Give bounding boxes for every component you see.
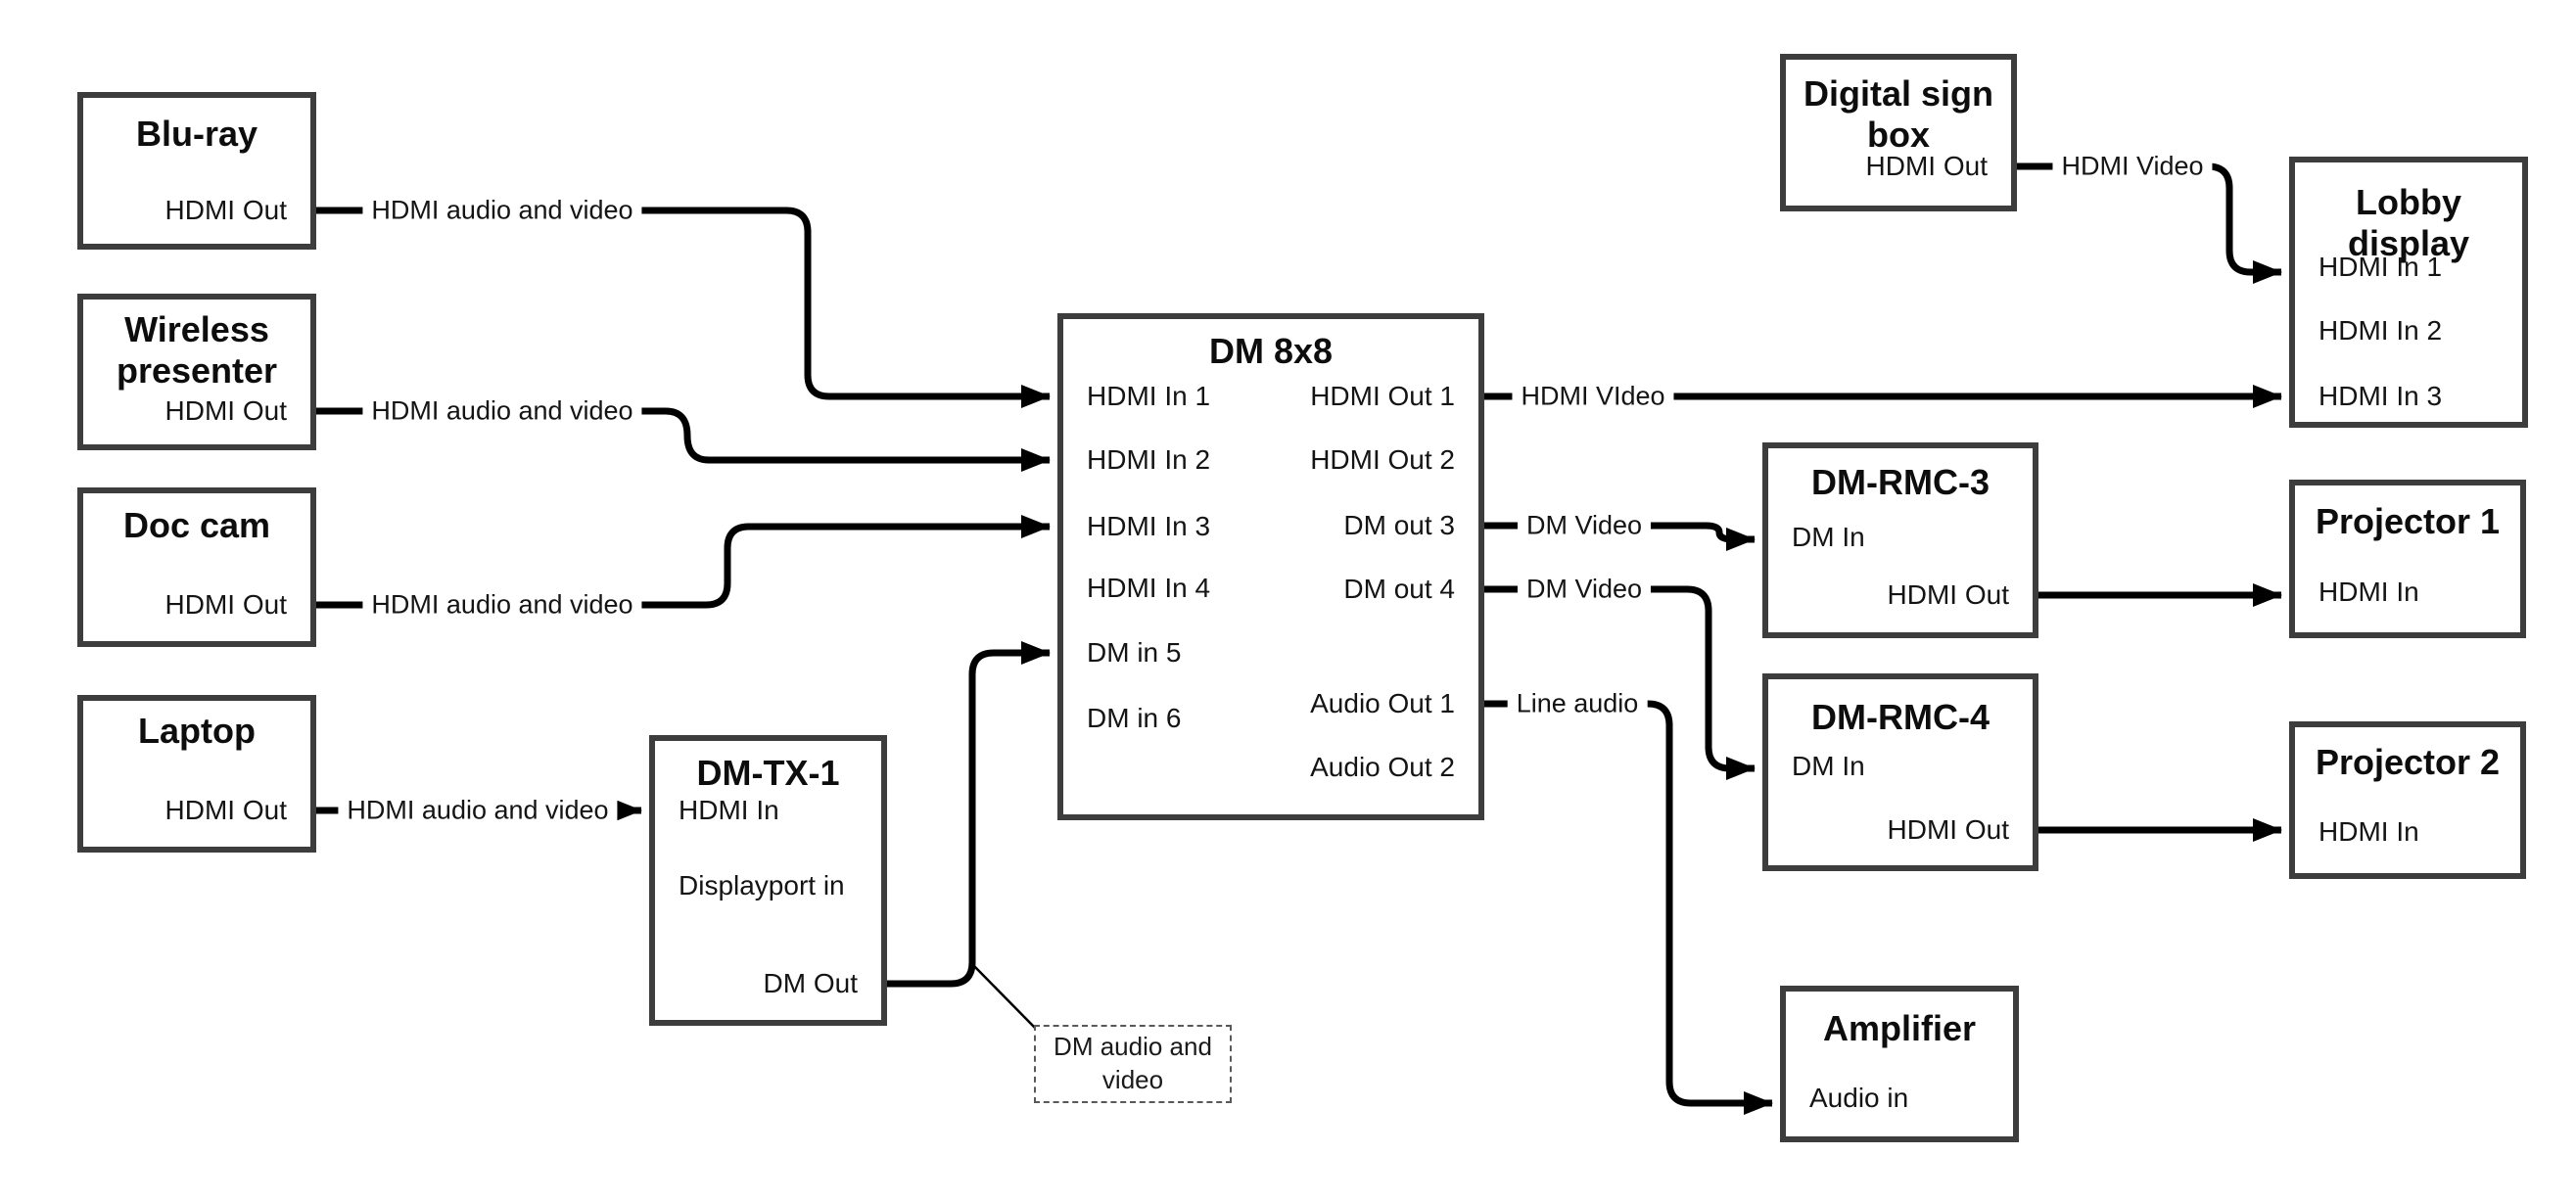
port-dm-rmc-3-hdmi-out: HDMI Out: [1887, 579, 2009, 610]
port-dm-8x8-hdmi-in-4: HDMI In 4: [1087, 573, 1211, 603]
node-title-dm-8x8: DM 8x8: [1208, 331, 1334, 371]
edge-label-doccam-to-dm8x8-hdmi-in-3: HDMI audio and video: [362, 588, 642, 622]
port-laptop-hdmi-out: HDMI Out: [164, 795, 287, 825]
port-wireless-presenter-hdmi-out: HDMI Out: [164, 395, 287, 426]
port-lobby-display-hdmi-in-2: HDMI In 2: [2318, 315, 2443, 346]
port-projector-2-hdmi-in: HDMI In: [2318, 816, 2419, 847]
port-dm-8x8-hdmi-in-2: HDMI In 2: [1087, 444, 1211, 475]
edge-label-dm8x8-dm-out-4-to-dmrmc4-dm-in: DM Video: [1517, 573, 1652, 606]
edge-bluray-to-dm8x8-hdmi-in-1: [316, 207, 1051, 408]
edge-doccam-to-dm8x8-hdmi-in-3: [316, 515, 1051, 609]
port-bluray-hdmi-out: HDMI Out: [164, 195, 287, 225]
edge-note-callout-line: [973, 965, 1036, 1029]
node-projector-1: Projector 1 HDMI In: [2289, 480, 2526, 638]
edge-dmtx1-dm-out-to-dm8x8-dm-in-5: [887, 641, 1051, 988]
edge-dm8x8-dm-out-3-to-dmrmc3-dm-in: [1484, 522, 1756, 551]
node-title-projector-1: Projector 1: [2315, 501, 2501, 541]
edge-dm8x8-audio-out-1-to-amplifier: [1484, 700, 1773, 1115]
node-title-wireless-presenter: Wireless presenter: [116, 309, 278, 392]
node-dm-audio-video-note: DM audio and video: [1034, 1025, 1232, 1103]
port-dm-tx-1-displayport-in: Displayport in: [679, 870, 845, 901]
edge-label-laptop-to-dmtx1-hdmi-in: HDMI audio and video: [338, 794, 618, 827]
node-title-doc-cam: Doc cam: [122, 505, 271, 545]
port-amplifier-audio-in: Audio in: [1809, 1083, 1909, 1113]
node-title-digital-sign-box: Digital sign box: [1803, 73, 1993, 156]
port-lobby-display-hdmi-in-1: HDMI In 1: [2318, 252, 2443, 282]
node-dm-rmc-3: DM-RMC-3 DM In HDMI Out: [1762, 442, 2038, 638]
port-dm-tx-1-hdmi-in: HDMI In: [679, 795, 779, 825]
port-dm-tx-1-dm-out: DM Out: [763, 968, 858, 998]
port-dm-rmc-4-hdmi-out: HDMI Out: [1887, 814, 2009, 845]
node-title-amplifier: Amplifier: [1822, 1008, 1977, 1048]
port-dm-8x8-dm-in-5: DM in 5: [1087, 637, 1182, 668]
node-title-laptop: Laptop: [138, 711, 256, 751]
port-dm-rmc-3-dm-in: DM In: [1792, 522, 1865, 552]
port-dm-8x8-dm-out-4: DM out 4: [1343, 574, 1455, 604]
port-dm-8x8-hdmi-out-1: HDMI Out 1: [1310, 381, 1455, 411]
edge-label-wireless-to-dm8x8-hdmi-in-2: HDMI audio and video: [362, 394, 642, 428]
edge-dm8x8-dm-out-4-to-dmrmc4-dm-in: [1484, 585, 1756, 780]
node-title-lobby-display: Lobby display: [2347, 182, 2470, 264]
port-dm-8x8-hdmi-in-3: HDMI In 3: [1087, 511, 1211, 541]
node-title-dm-rmc-4: DM-RMC-4: [1811, 697, 1990, 737]
port-projector-1-hdmi-in: HDMI In: [2318, 577, 2419, 607]
edge-label-dm8x8-audio-out-1-to-amplifier: Line audio: [1507, 687, 1648, 720]
port-dm-8x8-hdmi-in-1: HDMI In 1: [1087, 381, 1211, 411]
port-lobby-display-hdmi-in-3: HDMI In 3: [2318, 381, 2443, 411]
edge-label-bluray-to-dm8x8-hdmi-in-1: HDMI audio and video: [362, 194, 642, 227]
node-projector-2: Projector 2 HDMI In: [2289, 721, 2526, 879]
node-title-bluray: Blu-ray: [135, 114, 258, 154]
edge-label-digital-sign-to-lobby-hdmi-in-1: HDMI Video: [2052, 150, 2213, 183]
port-dm-8x8-dm-in-6: DM in 6: [1087, 703, 1182, 733]
port-digital-sign-box-hdmi-out: HDMI Out: [1865, 151, 1988, 181]
edge-wireless-to-dm8x8-hdmi-in-2: [316, 407, 1051, 472]
port-dm-rmc-4-dm-in: DM In: [1792, 751, 1865, 781]
port-doc-cam-hdmi-out: HDMI Out: [164, 589, 287, 620]
port-dm-8x8-hdmi-out-2: HDMI Out 2: [1310, 444, 1455, 475]
node-title-dm-tx-1: DM-TX-1: [696, 753, 840, 793]
port-dm-8x8-audio-out-1: Audio Out 1: [1310, 688, 1455, 718]
node-title-dm-rmc-3: DM-RMC-3: [1811, 462, 1990, 502]
port-dm-8x8-audio-out-2: Audio Out 2: [1310, 752, 1455, 782]
edge-label-dm8x8-dm-out-3-to-dmrmc3-dm-in: DM Video: [1517, 509, 1652, 542]
node-title-projector-2: Projector 2: [2315, 742, 2501, 782]
edge-label-dm8x8-hdmi-out-1-to-lobby-hdmi-in-3: HDMI VIdeo: [1512, 380, 1674, 413]
node-dm-rmc-4: DM-RMC-4 DM In HDMI Out: [1762, 673, 2038, 871]
edge-digital-sign-to-lobby-hdmi-in-1: [2017, 162, 2282, 284]
port-dm-8x8-dm-out-3: DM out 3: [1343, 510, 1455, 540]
